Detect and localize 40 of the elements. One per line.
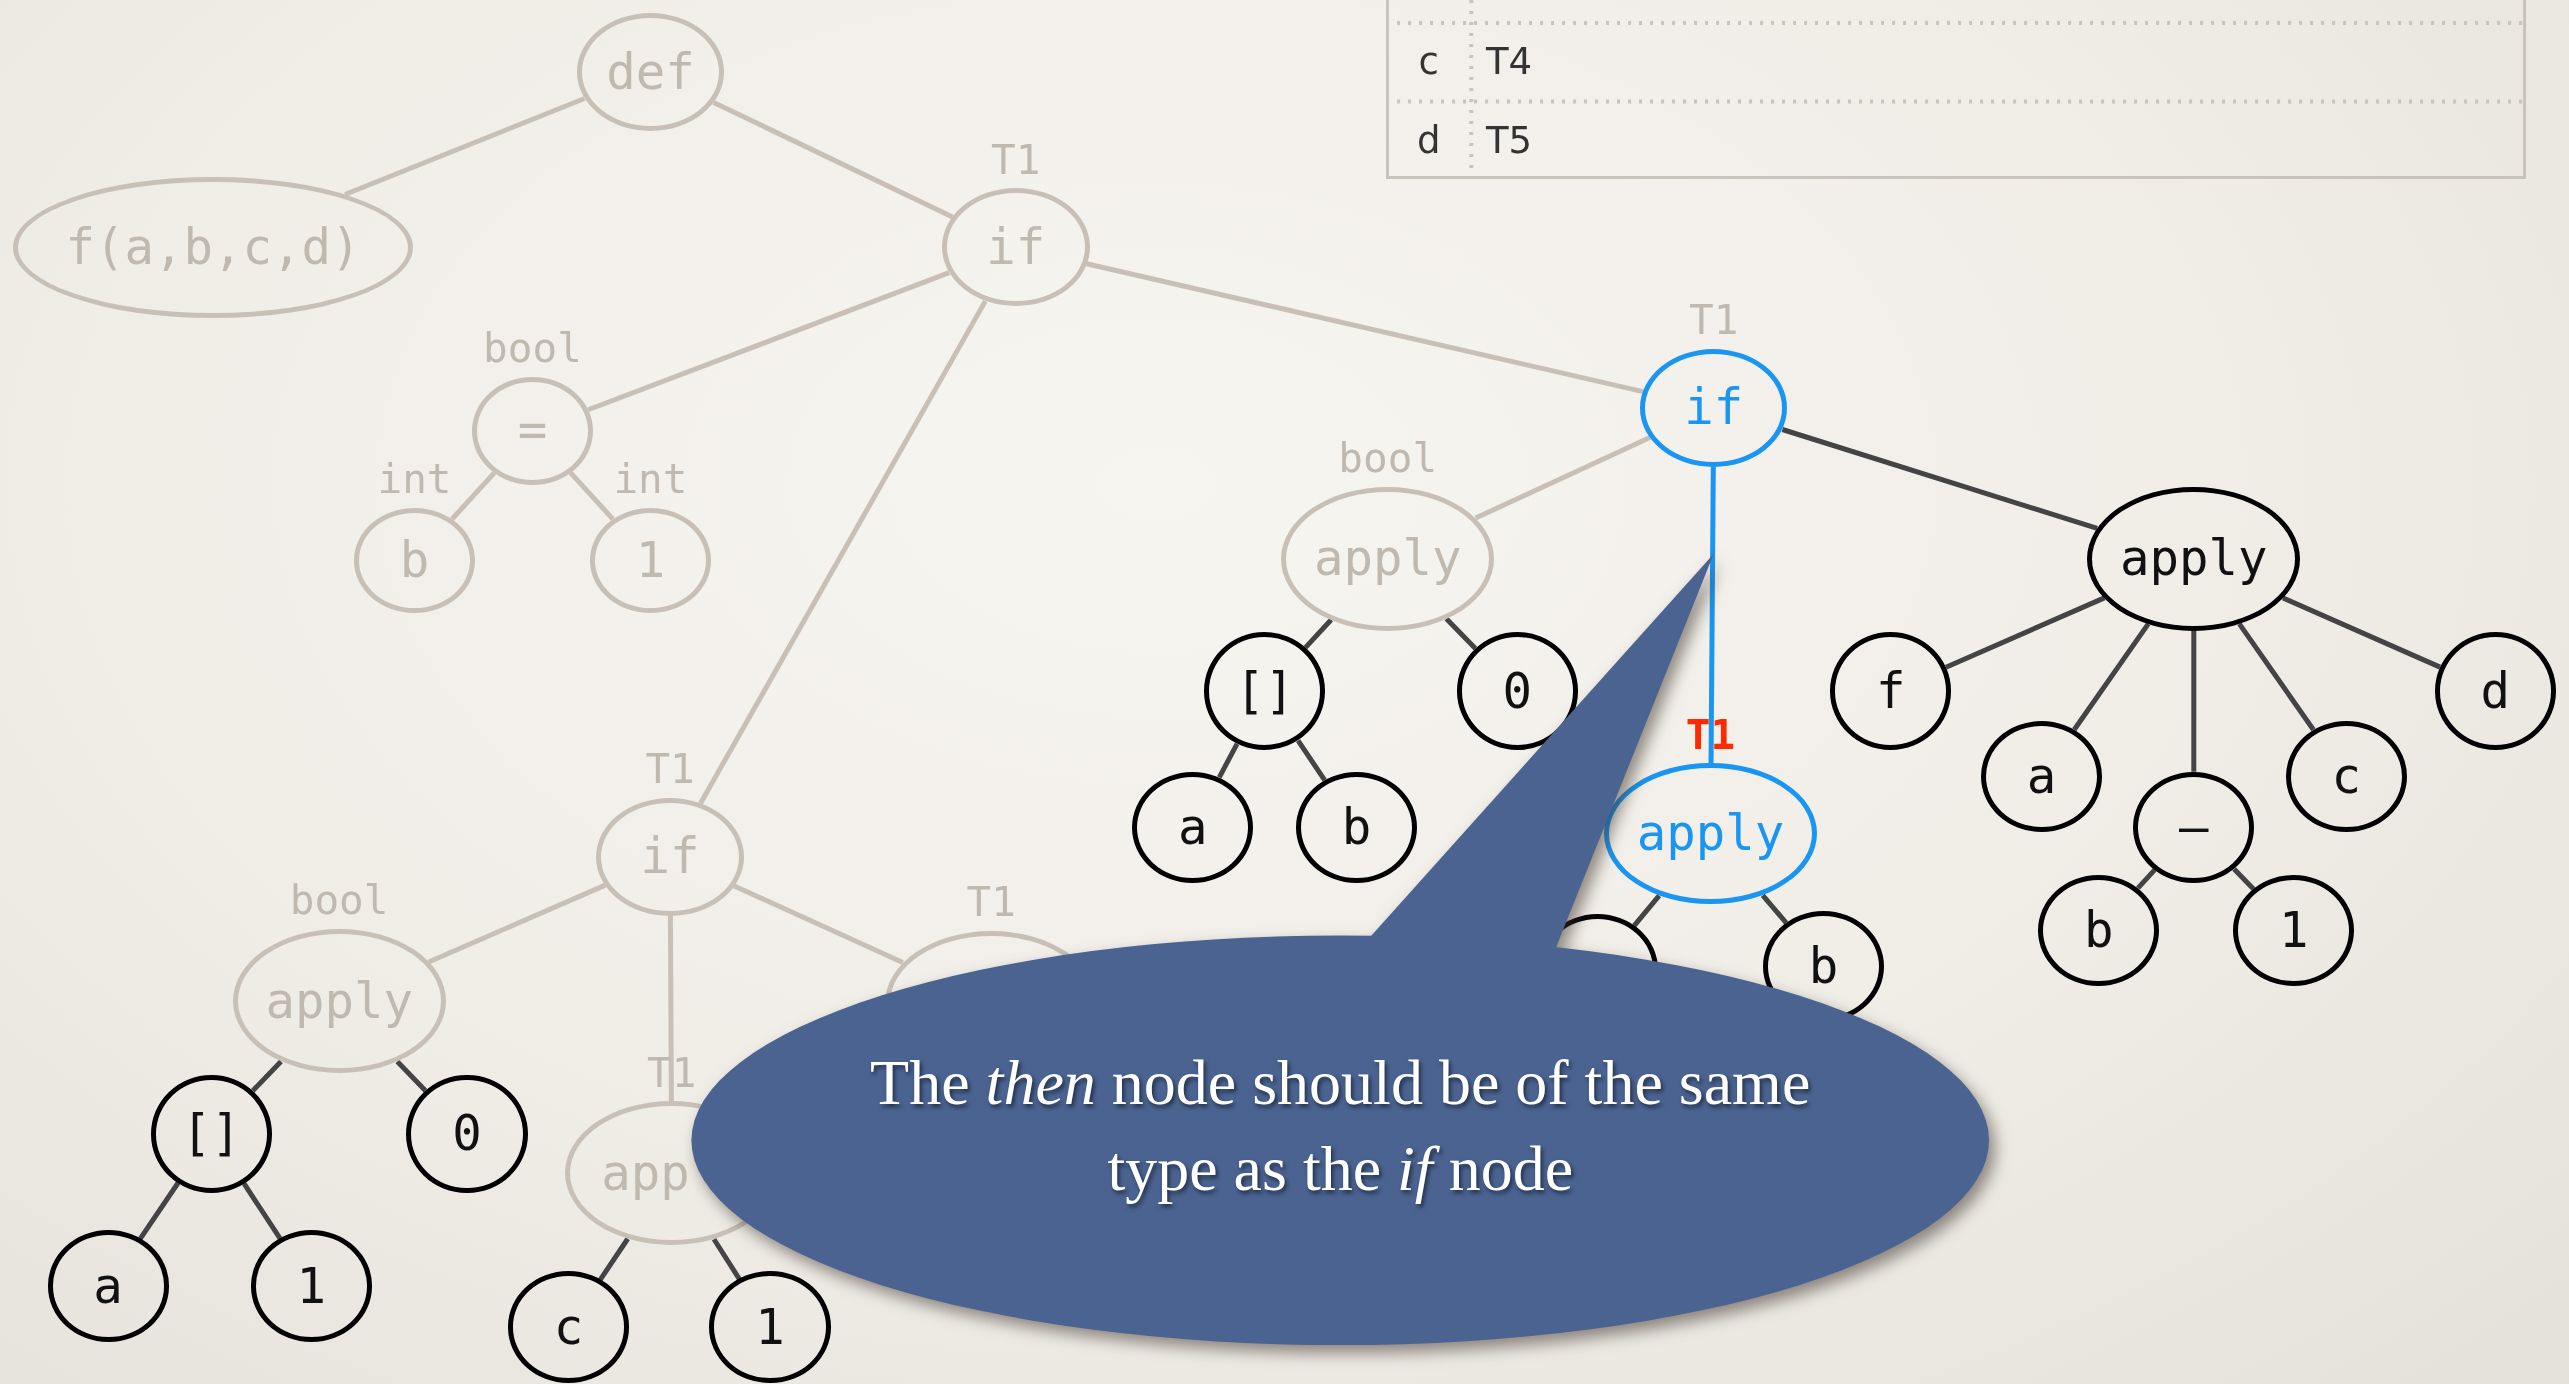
tree-node-ellipse: f: [1830, 632, 1952, 751]
type-label: T1: [647, 1050, 697, 1095]
tree-node-ellipse: 1: [250, 1230, 372, 1342]
tree-node-ellipse: def: [576, 13, 725, 132]
tree-node-ellipse: b: [353, 507, 476, 613]
tree-node-ellipse: if: [942, 188, 1090, 307]
table-cell: d: [1416, 118, 1441, 163]
tree-node-ellipse: 1: [589, 507, 712, 613]
tree-node-ellipse: c: [507, 1271, 630, 1383]
tree-node-ellipse: []: [150, 1074, 272, 1193]
tree-node-ellipse: f(a,b,c,d): [13, 176, 413, 318]
type-label: bool: [1338, 436, 1438, 481]
tree-node-ellipse: if: [596, 797, 744, 916]
table-cell: c: [1418, 40, 1439, 85]
tree-node-ellipse: apply: [2087, 486, 2301, 631]
tree-node-ellipse: 0: [406, 1074, 528, 1193]
type-label: int: [613, 457, 688, 502]
type-label: T1: [645, 747, 695, 792]
type-label: T1: [966, 880, 1016, 925]
tree-node-ellipse: if: [1640, 348, 1788, 467]
type-label: int: [377, 457, 452, 502]
type-label: T1: [1689, 298, 1739, 343]
type-label: T1: [991, 137, 1041, 182]
tree-node-ellipse: []: [1204, 632, 1326, 751]
tree-node-ellipse: b: [1295, 771, 1418, 884]
table-cell: T4: [1486, 40, 1533, 85]
tree-node-ellipse: b: [2038, 874, 2160, 987]
type-label: bool: [483, 326, 582, 371]
tree-node-ellipse: apply: [1281, 486, 1495, 631]
tree-node-ellipse: –: [2133, 771, 2255, 884]
tree-node-ellipse: d: [2434, 632, 2556, 751]
tree-node-ellipse: a: [47, 1230, 169, 1342]
tree-node-ellipse: =: [471, 376, 594, 485]
table-cell: T5: [1486, 118, 1533, 163]
type-label: bool: [289, 878, 389, 923]
tree-node-ellipse: a: [1980, 720, 2103, 833]
tree-node-ellipse: a: [1132, 771, 1254, 884]
tree-node-ellipse: 1: [2233, 874, 2355, 987]
tree-node-ellipse: apply: [232, 928, 446, 1074]
tree-node-ellipse: c: [2285, 720, 2407, 833]
